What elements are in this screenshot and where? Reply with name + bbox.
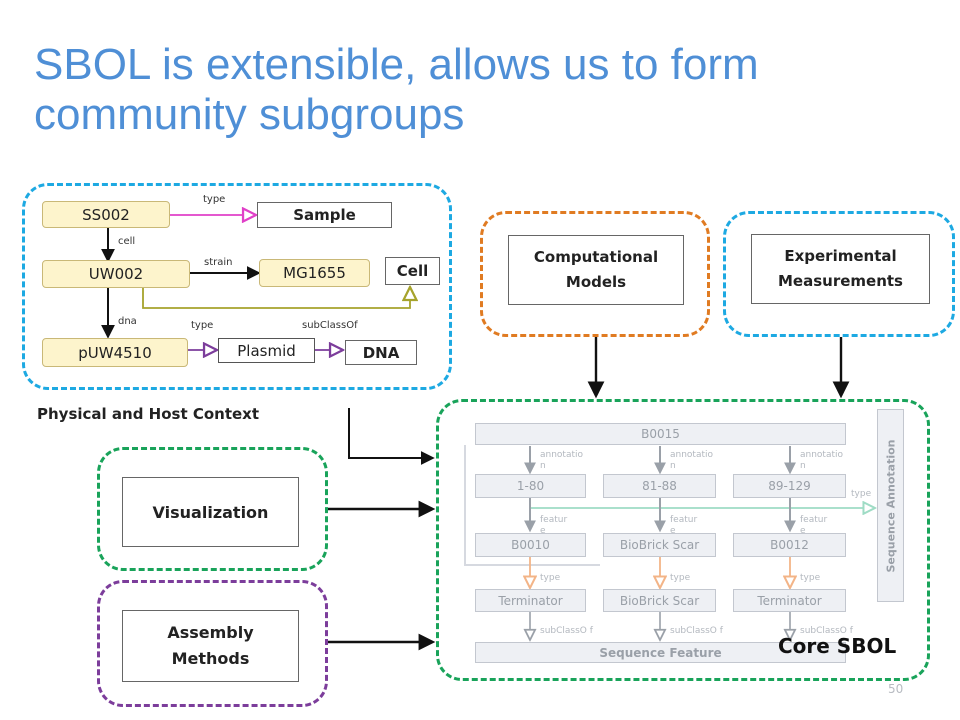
- core-sequence-annotation-label: Sequence Annotation: [884, 439, 898, 573]
- node-cell: Cell: [385, 257, 440, 285]
- core-type-1: Terminator: [475, 589, 586, 612]
- edge-label-type-bottom: type: [191, 320, 214, 331]
- core-sequence-annotation-box: Sequence Annotation: [877, 409, 904, 602]
- edge-label-dna: dna: [118, 316, 137, 327]
- visualization-box: Visualization: [122, 477, 299, 547]
- core-subclassof-label-3: subClassO f: [800, 626, 853, 636]
- computational-models-box: Computational Models: [508, 235, 684, 305]
- core-b0015: B0015: [475, 423, 846, 445]
- core-feature-label-1: featur e: [540, 515, 568, 536]
- core-part-2: BioBrick Scar: [603, 533, 716, 557]
- slide-title: SBOL is extensible, allows us to form co…: [34, 40, 759, 139]
- edge-label-type-top: type: [203, 194, 226, 205]
- core-type-3: Terminator: [733, 589, 846, 612]
- computational-group: [480, 211, 710, 337]
- core-type-label-3: type: [800, 573, 821, 583]
- edge-label-strain: strain: [204, 257, 233, 268]
- core-range-1: 1-80: [475, 474, 586, 498]
- core-sequence-feature: Sequence Feature: [475, 642, 846, 663]
- node-ss002: SS002: [42, 201, 170, 228]
- core-part-3: B0012: [733, 533, 846, 557]
- core-part-1: B0010: [475, 533, 586, 557]
- core-range-2: 81-88: [603, 474, 716, 498]
- core-annotation-label-2: annotatio n: [670, 450, 714, 471]
- page-number: 50: [888, 682, 904, 696]
- core-type-label-2: type: [670, 573, 691, 583]
- core-subclassof-label-2: subClassO f: [670, 626, 723, 636]
- experimental-group: [723, 211, 955, 337]
- experimental-measurements-box: Experimental Measurements: [751, 234, 930, 304]
- visualization-group: [97, 447, 328, 571]
- core-sbol-label: Core SBOL: [778, 634, 897, 658]
- edge-label-subclassof: subClassOf: [302, 320, 358, 331]
- core-type-label-teal: type: [851, 489, 872, 499]
- core-feature-label-3: featur e: [800, 515, 828, 536]
- edge-label-cell: cell: [118, 236, 136, 247]
- node-uw002: UW002: [42, 260, 190, 288]
- core-annotation-label-3: annotatio n: [800, 450, 844, 471]
- physical-context-caption: Physical and Host Context: [37, 405, 260, 423]
- core-annotation-label-1: annotatio n: [540, 450, 584, 471]
- core-type-label-1: type: [540, 573, 561, 583]
- assembly-methods-box: Assembly Methods: [122, 610, 299, 682]
- core-feature-label-2: featur e: [670, 515, 698, 536]
- assembly-group: [97, 580, 328, 707]
- core-sbol-group: [436, 399, 930, 681]
- node-plasmid: Plasmid: [218, 338, 315, 363]
- physical-context-group: [22, 183, 452, 390]
- core-subclassof-label-1: subClassO f: [540, 626, 593, 636]
- core-range-3: 89-129: [733, 474, 846, 498]
- core-type-2: BioBrick Scar: [603, 589, 716, 612]
- node-mg1655: MG1655: [259, 259, 370, 287]
- node-puw4510: pUW4510: [42, 338, 188, 367]
- node-dna: DNA: [345, 340, 417, 365]
- node-sample: Sample: [257, 202, 392, 228]
